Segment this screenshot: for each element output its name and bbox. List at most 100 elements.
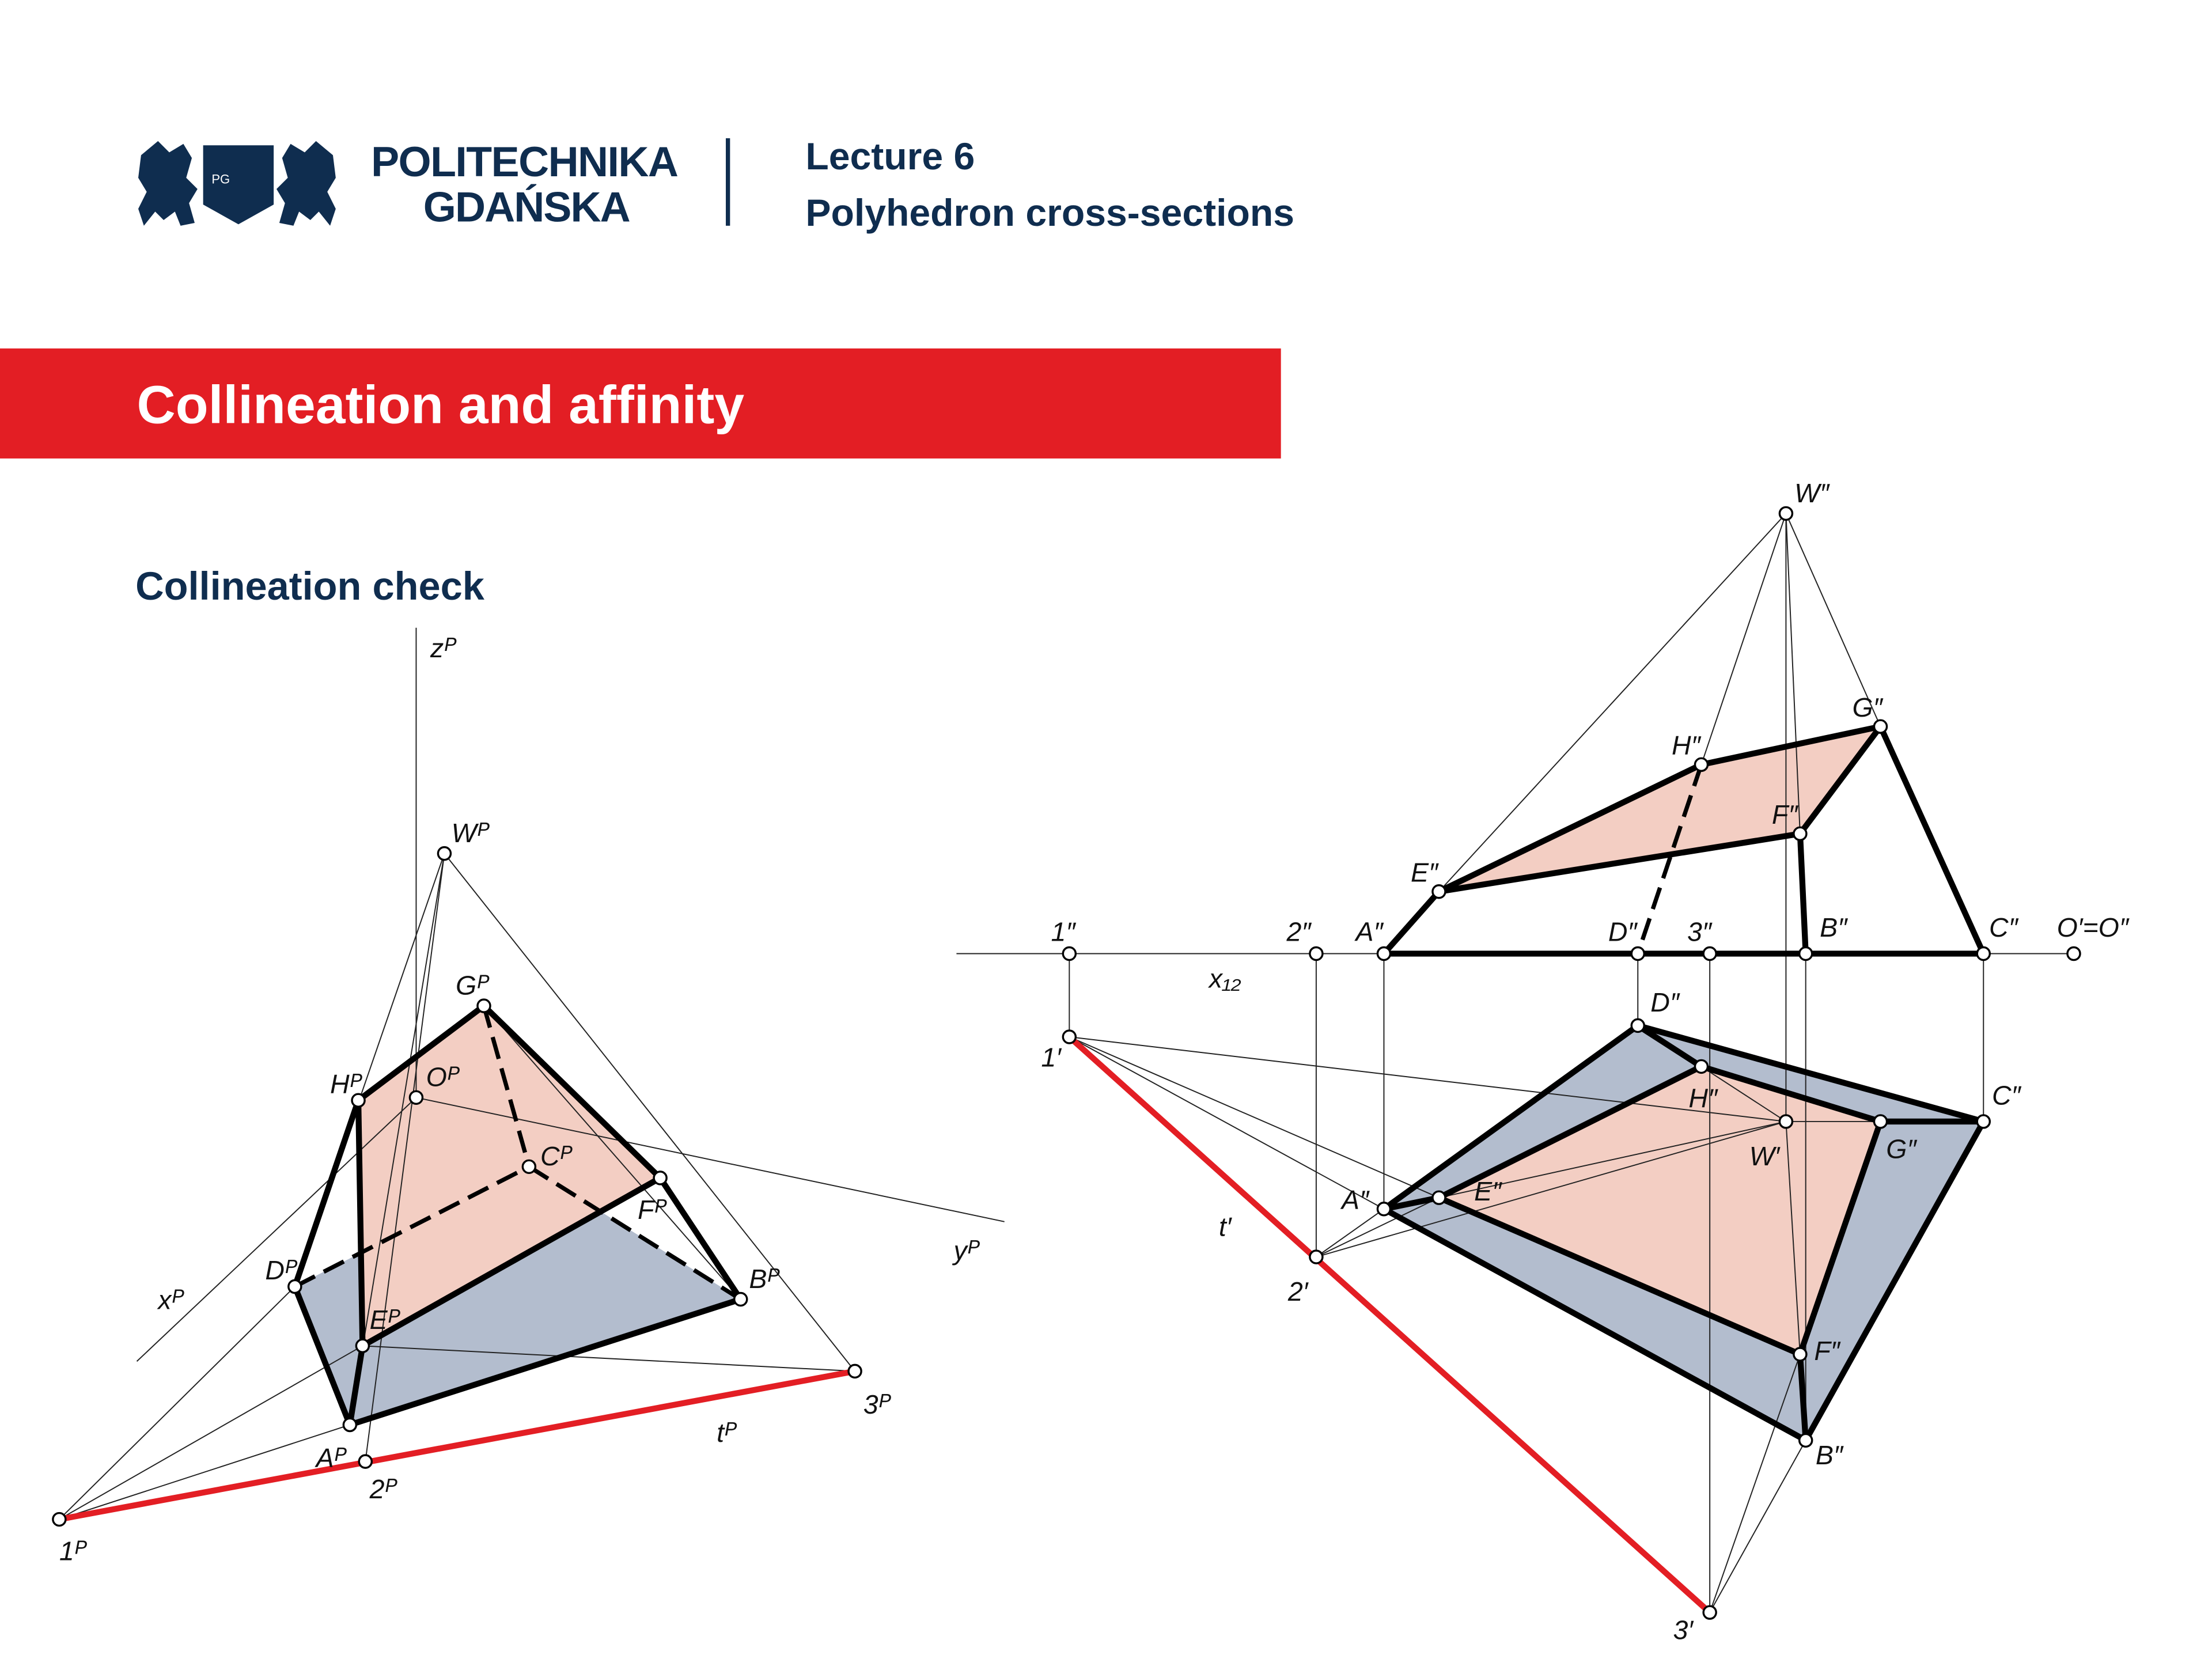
point-p2 xyxy=(358,1454,373,1469)
label-H2: H″ xyxy=(1672,730,1702,760)
visible-edge xyxy=(1797,831,1809,957)
point-D xyxy=(287,1279,302,1294)
point-E2 xyxy=(1431,884,1446,899)
point-D1 xyxy=(1630,1018,1645,1033)
label-A: Aᴾ xyxy=(315,1443,347,1473)
label-x12: x₁₂ xyxy=(1208,963,1241,993)
point-H2 xyxy=(1694,757,1709,772)
point-F xyxy=(653,1171,668,1185)
visible-edge xyxy=(1381,1022,1641,1212)
visible-edge xyxy=(1435,831,1804,895)
projection-line xyxy=(1438,513,1787,892)
point-W1 xyxy=(1778,1114,1794,1129)
point-F1 xyxy=(1793,1347,1808,1362)
section-title: Collineation check xyxy=(135,564,485,608)
projection-line xyxy=(1709,1354,1801,1613)
visible-edge xyxy=(291,1097,362,1290)
label-G: Gᴾ xyxy=(456,971,490,1001)
label-C: Cᴾ xyxy=(540,1141,573,1171)
projection-line xyxy=(1316,1197,1440,1257)
label-W1: W′ xyxy=(1749,1141,1781,1171)
label-E2: E″ xyxy=(1411,858,1439,888)
orthographic-diagram: W″G″H″F″E″1″2″A″D″3″B″C″O′=O″x₁₂D″H″C″W′… xyxy=(956,478,2130,1645)
label-t1: t′ xyxy=(1219,1211,1233,1241)
point-E xyxy=(355,1338,370,1354)
construction-line xyxy=(59,1424,350,1520)
visible-edge xyxy=(355,1002,487,1104)
label-D2: D″ xyxy=(1608,916,1638,946)
label-p1_2: 1″ xyxy=(1051,916,1076,946)
lecture-subject: Polyhedron cross-sections xyxy=(805,192,1294,234)
construction-line xyxy=(365,853,445,1462)
label-O: Oᴾ xyxy=(426,1062,460,1092)
label-p3_1: 3′ xyxy=(1673,1615,1694,1645)
visible-edge xyxy=(1797,724,1884,837)
label-z: zᴾ xyxy=(430,633,457,663)
point-E1 xyxy=(1431,1190,1446,1205)
logo-line2: GDAŃSKA xyxy=(423,183,631,230)
label-D1: D″ xyxy=(1650,987,1680,1017)
construction-line xyxy=(483,1005,741,1300)
visible-edge xyxy=(1802,1118,1987,1444)
point-p1 xyxy=(52,1512,67,1527)
label-H1: H″ xyxy=(1688,1083,1718,1113)
label-D: Dᴾ xyxy=(265,1255,298,1285)
projection-line xyxy=(1785,513,1881,727)
label-C1: C″ xyxy=(1992,1081,2022,1111)
point-p3_2 xyxy=(1702,946,1717,961)
affinity-axis-t xyxy=(1067,1035,1712,1615)
point-A xyxy=(342,1417,358,1433)
construction-line xyxy=(444,853,855,1372)
point-H1 xyxy=(1694,1059,1709,1074)
point-D2 xyxy=(1630,946,1645,961)
point-O xyxy=(2066,946,2081,961)
label-C2: C″ xyxy=(1989,912,2019,942)
visible-edge xyxy=(1797,1351,1809,1444)
label-B: Bᴾ xyxy=(749,1264,780,1294)
label-F2: F″ xyxy=(1772,800,1798,830)
label-x: xᴾ xyxy=(157,1285,184,1315)
label-E: Eᴾ xyxy=(370,1305,401,1335)
label-W2: W″ xyxy=(1794,478,1830,508)
visible-edge xyxy=(1381,888,1442,957)
projection-line xyxy=(1069,1036,1786,1122)
point-p3_1 xyxy=(1702,1605,1717,1620)
point-p2_2 xyxy=(1309,946,1324,961)
projection-line xyxy=(1700,1066,1786,1122)
visible-edge xyxy=(1435,1063,1705,1201)
label-A1: A″ xyxy=(1340,1185,1370,1215)
label-p2: 2ᴾ xyxy=(369,1474,398,1504)
title-banner xyxy=(0,348,1281,459)
projection-line xyxy=(1785,513,1801,834)
visible-edge xyxy=(359,1175,664,1349)
visible-edge xyxy=(1381,1195,1442,1212)
point-W xyxy=(437,846,452,861)
visible-edge xyxy=(1877,724,1987,957)
projection-line xyxy=(1316,1208,1385,1257)
label-t: tᴾ xyxy=(717,1418,737,1448)
visible-edge xyxy=(291,1283,353,1428)
point-C xyxy=(521,1159,537,1175)
construction-line xyxy=(59,1286,296,1520)
label-A2: A″ xyxy=(1354,916,1384,946)
visible-edge xyxy=(1797,1118,1884,1358)
visible-edge xyxy=(355,1097,366,1349)
projection-line xyxy=(1438,1120,1786,1199)
label-F1: F″ xyxy=(1814,1336,1840,1366)
griffin-emblem-icon: PG xyxy=(138,141,336,226)
label-B1: B″ xyxy=(1816,1440,1844,1470)
top-section-face xyxy=(1438,1066,1881,1355)
university-logo: PG POLITECHNIKA GDAŃSKA xyxy=(138,138,679,230)
label-E1: E″ xyxy=(1474,1176,1502,1206)
construction-line xyxy=(59,1345,363,1520)
point-C2 xyxy=(1976,946,1991,961)
banner-title: Collineation and affinity xyxy=(137,375,745,435)
label-y: yᴾ xyxy=(952,1236,980,1266)
visible-edge xyxy=(1698,1063,1884,1125)
point-G1 xyxy=(1873,1114,1888,1129)
hidden-edge xyxy=(528,1165,742,1301)
projection-line xyxy=(1069,1036,1440,1199)
projection-line xyxy=(1785,1121,1801,1355)
point-p1_1 xyxy=(1062,1029,1077,1044)
